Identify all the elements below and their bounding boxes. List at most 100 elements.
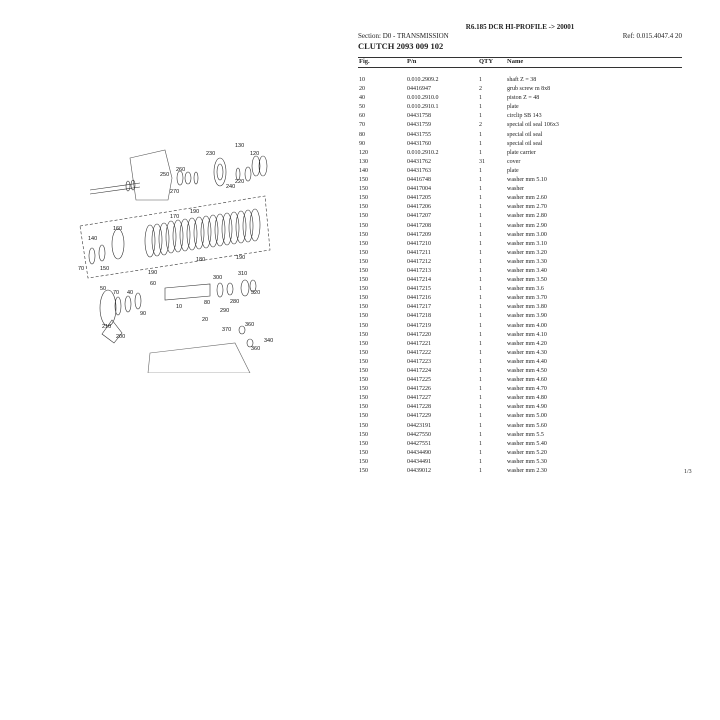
cell-pn: 04431755 bbox=[407, 131, 431, 138]
cell-name: cover bbox=[507, 158, 521, 165]
callout-label: 20 bbox=[202, 317, 208, 323]
cell-qty: 2 bbox=[479, 86, 482, 93]
cell-fig: 150 bbox=[359, 195, 368, 202]
callout-label: 280 bbox=[230, 299, 239, 305]
cell-qty: 1 bbox=[479, 277, 482, 284]
cell-qty: 1 bbox=[479, 368, 482, 374]
cell-pn: 04417219 bbox=[407, 322, 431, 329]
cell-fig: 150 bbox=[359, 213, 368, 220]
cell-name: washer mm 4.00 bbox=[507, 322, 547, 329]
cell-fig: 150 bbox=[359, 186, 368, 193]
cell-fig: 150 bbox=[359, 313, 368, 320]
cell-fig: 130 bbox=[359, 158, 368, 165]
top-shaft bbox=[89, 182, 141, 191]
page-number: 1/3 bbox=[684, 469, 692, 475]
cell-qty: 1 bbox=[479, 358, 482, 365]
cell-pn: 04417218 bbox=[407, 313, 431, 320]
cell-pn: 04417210 bbox=[407, 240, 431, 247]
callout-labels: 130 230 120 250 260 270 240 220 190 170 … bbox=[78, 143, 273, 352]
callout-label: 190 bbox=[236, 255, 245, 261]
cell-name: washer mm 5.60 bbox=[507, 422, 547, 429]
cell-fig: 150 bbox=[359, 377, 368, 384]
cell-fig: 80 bbox=[359, 131, 365, 138]
cell-name: washer mm 5.5 bbox=[507, 431, 544, 438]
cell-qty: 1 bbox=[479, 468, 482, 475]
callout-label: 150 bbox=[100, 266, 109, 272]
cell-fig: 150 bbox=[359, 304, 368, 311]
cell-fig: 140 bbox=[359, 167, 368, 174]
cell-qty: 1 bbox=[479, 249, 482, 256]
cell-qty: 1 bbox=[479, 104, 482, 111]
cell-qty: 1 bbox=[479, 349, 482, 356]
cell-pn: 04416748 bbox=[407, 177, 431, 184]
callout-label: 210 bbox=[102, 324, 111, 330]
cell-pn: 04417225 bbox=[407, 377, 431, 384]
reference-label: Ref: 0.015.4047.4 20 bbox=[622, 32, 682, 40]
cell-qty: 1 bbox=[479, 322, 482, 329]
callout-label: 80 bbox=[204, 300, 210, 306]
cell-qty: 1 bbox=[479, 131, 482, 138]
cell-fig: 150 bbox=[359, 458, 368, 465]
cell-fig: 150 bbox=[359, 277, 368, 284]
cell-pn: 04417207 bbox=[407, 213, 431, 220]
cell-pn: 04431758 bbox=[407, 113, 431, 120]
cell-name: washer mm 2.70 bbox=[507, 204, 547, 211]
cell-qty: 1 bbox=[479, 95, 482, 102]
callout-label: 140 bbox=[88, 236, 97, 242]
cell-name: washer mm 5.10 bbox=[507, 177, 547, 184]
callout-label: 360 bbox=[251, 346, 260, 352]
cell-qty: 1 bbox=[479, 195, 482, 202]
cell-pn: 04417229 bbox=[407, 413, 431, 420]
cell-pn: 04431762 bbox=[407, 158, 431, 165]
cell-pn: 04417224 bbox=[407, 368, 431, 374]
cell-pn: 04417212 bbox=[407, 258, 431, 265]
cell-fig: 150 bbox=[359, 331, 368, 338]
cell-fig: 50 bbox=[359, 104, 365, 111]
cell-pn: 04417226 bbox=[407, 386, 431, 393]
cell-qty: 2 bbox=[479, 122, 482, 129]
cell-name: washer mm 5.40 bbox=[507, 440, 547, 447]
document-title: R6.185 DCR HI-PROFILE -> 20001 bbox=[465, 23, 575, 31]
header-pn: P/n bbox=[407, 58, 417, 65]
callout-label: 50 bbox=[100, 286, 106, 292]
cell-qty: 1 bbox=[479, 304, 482, 311]
callout-label: 190 bbox=[148, 270, 157, 276]
cell-fig: 150 bbox=[359, 340, 368, 347]
cell-pn: 04439012 bbox=[407, 468, 431, 475]
callout-label: 230 bbox=[206, 151, 215, 157]
cell-name: washer mm 3.6 bbox=[507, 286, 544, 293]
cell-pn: 04423191 bbox=[407, 422, 431, 429]
callout-label: 320 bbox=[251, 290, 260, 296]
cell-name: washer mm 3.40 bbox=[507, 267, 547, 274]
cell-qty: 1 bbox=[479, 404, 482, 411]
page-header: R6.185 DCR HI-PROFILE -> 20001 Section: … bbox=[358, 22, 682, 52]
cell-name: washer mm 4.20 bbox=[507, 340, 547, 347]
cell-pn: 04431760 bbox=[407, 140, 431, 147]
callout-label: 120 bbox=[250, 151, 259, 157]
cell-name: shaft Z = 38 bbox=[507, 77, 537, 83]
cell-name: washer mm 3.90 bbox=[507, 313, 547, 320]
cell-pn: 04417208 bbox=[407, 222, 431, 229]
top-housing bbox=[129, 149, 173, 201]
cell-pn: 04417205 bbox=[407, 195, 431, 202]
cell-qty: 1 bbox=[479, 177, 482, 184]
lower-shaft bbox=[164, 283, 211, 301]
lower-bracket bbox=[101, 319, 123, 344]
cell-qty: 1 bbox=[479, 377, 482, 384]
callout-label: 370 bbox=[222, 327, 231, 333]
callout-label: 170 bbox=[170, 214, 179, 220]
cell-name: washer mm 4.60 bbox=[507, 377, 547, 384]
